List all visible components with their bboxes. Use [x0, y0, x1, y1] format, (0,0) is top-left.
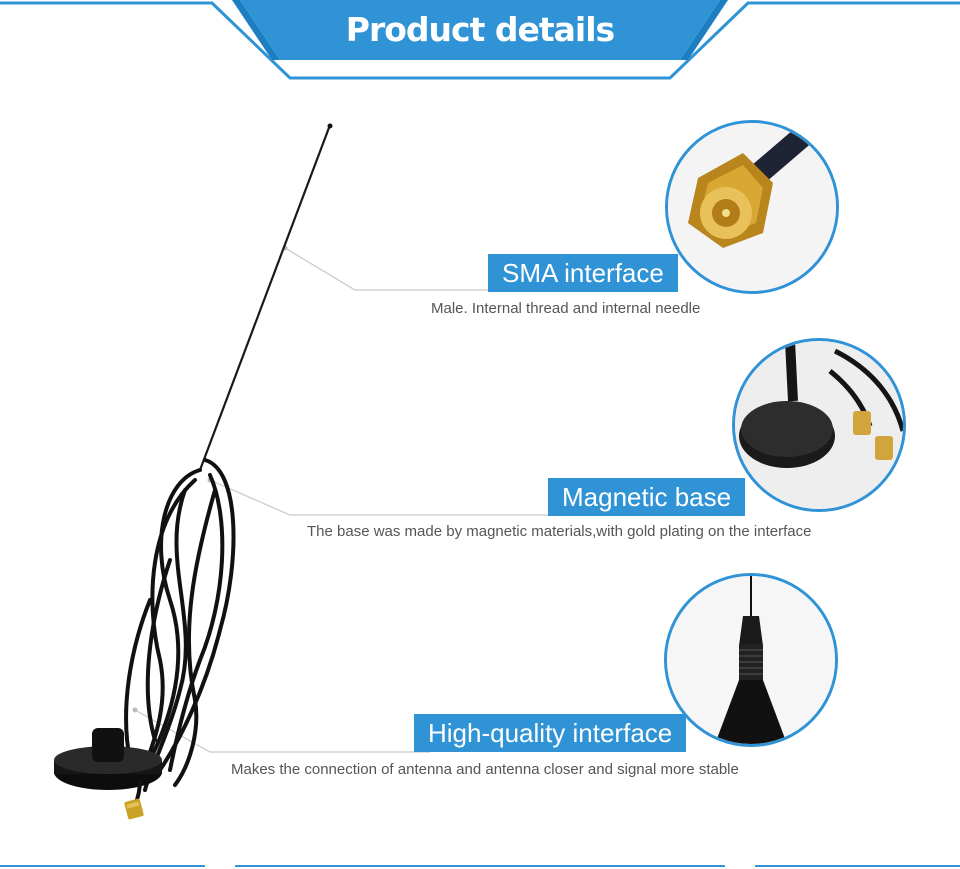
- leader-line-base: [209, 479, 560, 516]
- antenna-joint-closeup-image: [664, 573, 838, 747]
- page-title: Product details: [345, 10, 615, 49]
- feature-label-high-quality-interface: High-quality interface: [414, 714, 687, 752]
- leader-line-sma: [284, 247, 545, 291]
- magnetic-base-closeup-image: [732, 338, 906, 512]
- feature-label-magnetic-base: Magnetic base: [548, 478, 746, 516]
- feature-description-sma: Male. Internal thread and internal needl…: [431, 300, 701, 317]
- feature-description-magnetic-base: The base was made by magnetic materials,…: [307, 523, 812, 540]
- feature-description-high-quality-interface: Makes the connection of antenna and ante…: [231, 761, 739, 778]
- feature-label-sma: SMA interface: [488, 254, 678, 292]
- sma-connector-closeup-image: [665, 120, 839, 294]
- header-banner: [0, 0, 960, 80]
- footer-divider: [0, 865, 960, 867]
